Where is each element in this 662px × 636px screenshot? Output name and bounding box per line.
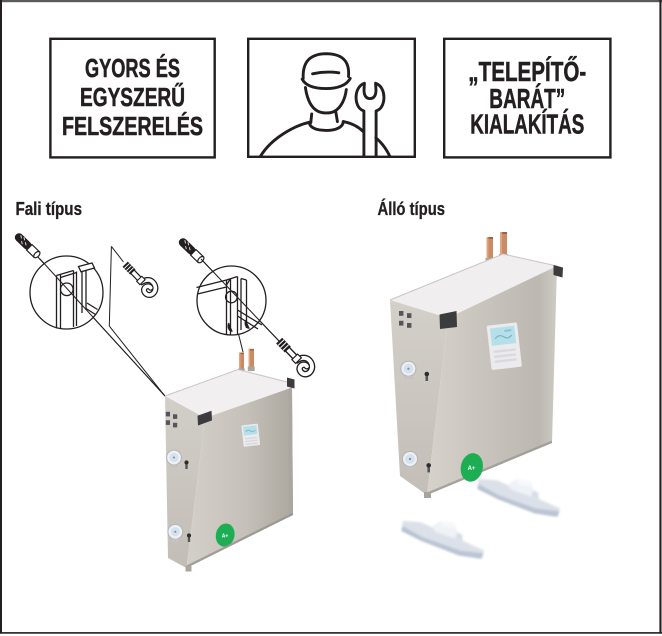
svg-text:BARÁT”: BARÁT” xyxy=(489,83,565,114)
svg-text:EGYSZERŰ: EGYSZERŰ xyxy=(80,82,185,112)
svg-text:KIALAKÍTÁS: KIALAKÍTÁS xyxy=(470,109,584,140)
svg-text:„TELEPÍTŐ-: „TELEPÍTŐ- xyxy=(468,56,586,87)
svg-text:Álló típus: Álló típus xyxy=(378,198,446,219)
svg-text:A+: A+ xyxy=(468,466,476,472)
svg-text:Fali típus: Fali típus xyxy=(16,199,83,219)
svg-text:FELSZERELÉS: FELSZERELÉS xyxy=(62,111,203,141)
svg-text:A+: A+ xyxy=(222,533,229,539)
svg-text:GYORS ÉS: GYORS ÉS xyxy=(85,53,180,83)
